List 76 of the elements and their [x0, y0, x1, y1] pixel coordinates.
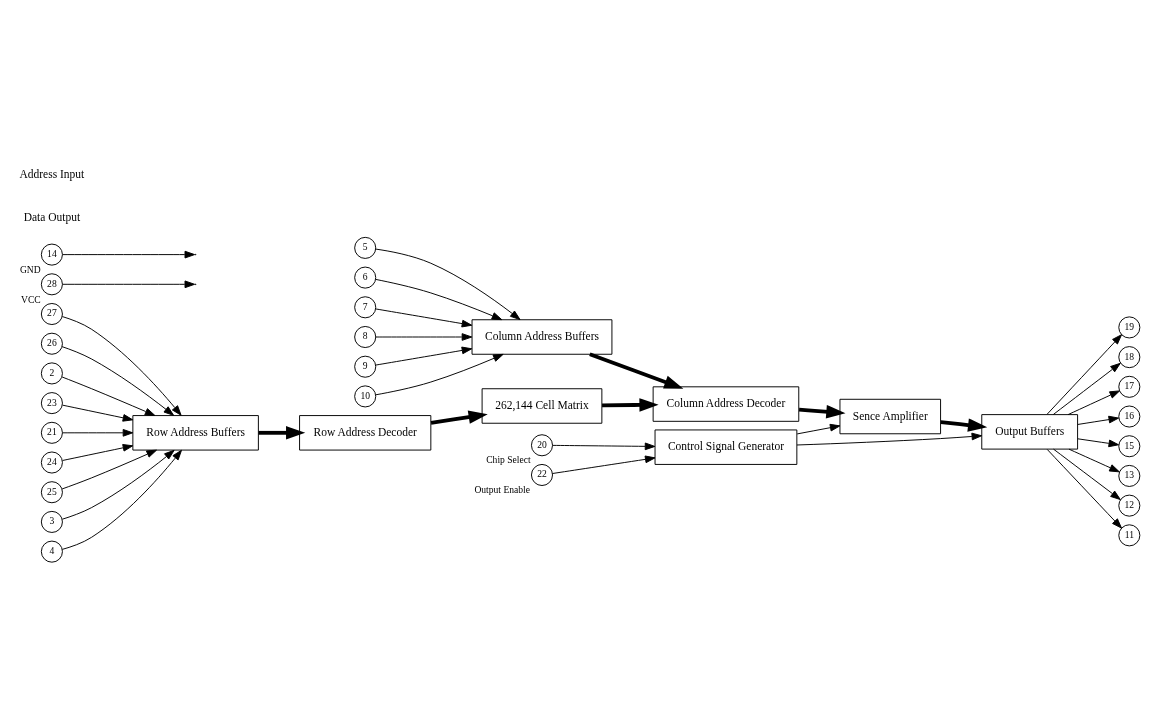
arrow [375, 278, 503, 321]
arrow [796, 432, 983, 446]
node-circle: 20 [530, 434, 553, 457]
node-circle: 26 [40, 332, 63, 355]
arrow [62, 429, 134, 437]
arrow [375, 353, 504, 396]
node-circle: 19 [1118, 316, 1141, 339]
node-circle: 22 [530, 463, 553, 486]
arrow [61, 316, 182, 416]
node-box: Control Signal Generator [654, 429, 798, 465]
node-circle: 8 [354, 326, 377, 349]
node-circle: 13 [1118, 464, 1141, 487]
node-box: Column Address Buffers [471, 319, 613, 355]
node-circle: 2 [40, 362, 63, 385]
arrow [430, 410, 488, 425]
node-circle: 17 [1118, 375, 1141, 398]
node-circle: 23 [40, 392, 63, 415]
label: Data Output [23, 211, 81, 224]
node-label: GND [19, 263, 41, 275]
node-circle: 4 [40, 540, 63, 563]
arrow [62, 250, 196, 259]
arrow [61, 449, 175, 520]
node-circle: 3 [40, 510, 63, 533]
node-box: 262,144 Cell Matrix [481, 388, 603, 424]
arrow [1053, 448, 1121, 500]
arrow [602, 398, 659, 412]
node-box: Row Address Decoder [299, 415, 432, 451]
node-circle: 28 [40, 273, 63, 296]
node-circle: 12 [1118, 494, 1141, 517]
arrow [1046, 448, 1123, 529]
node-label: VCC [20, 293, 41, 305]
label: Address Input [19, 168, 85, 181]
arrow [61, 376, 156, 416]
node-label: Chip Select [486, 454, 531, 466]
arrow [258, 426, 306, 440]
arrow [552, 442, 656, 451]
node-box: Column Address Decoder [652, 386, 800, 422]
node-circle: 24 [40, 451, 63, 474]
node-circle: 14 [40, 243, 63, 266]
arrow [375, 346, 473, 366]
arrow [375, 333, 473, 341]
arrow [552, 455, 656, 474]
arrow [61, 449, 157, 490]
arrow [1068, 448, 1120, 473]
arrow [798, 405, 846, 419]
arrow [61, 346, 175, 416]
node-circle: 9 [354, 355, 377, 378]
node-box: Output Buffers [981, 414, 1079, 450]
arrow [375, 248, 521, 321]
arrow [1052, 362, 1121, 415]
node-circle: 10 [354, 385, 377, 408]
arrow [796, 423, 841, 435]
arrow [589, 352, 684, 389]
node-circle: 6 [354, 266, 377, 289]
node-circle: 15 [1118, 435, 1141, 458]
arrow [1077, 438, 1120, 448]
node-circle: 5 [354, 236, 377, 259]
node-circle: 25 [40, 481, 63, 504]
node-circle: 16 [1118, 405, 1141, 428]
node-circle: 27 [40, 303, 63, 326]
node-circle: 21 [40, 421, 63, 444]
arrow [940, 418, 988, 432]
arrow [62, 444, 134, 461]
node-circle: 11 [1118, 524, 1141, 547]
node-label: Output Enable [474, 484, 531, 496]
arrow [1067, 390, 1121, 416]
arrow [1046, 334, 1123, 415]
node-circle: 7 [354, 296, 377, 319]
arrow [61, 449, 182, 550]
node-box: Sence Amplifier [839, 398, 942, 435]
arrow [1077, 415, 1120, 425]
node-box: Row Address Buffers [132, 415, 259, 451]
arrow [375, 308, 473, 328]
node-circle: 18 [1118, 346, 1141, 369]
arrow [62, 280, 196, 289]
arrow [62, 404, 134, 422]
